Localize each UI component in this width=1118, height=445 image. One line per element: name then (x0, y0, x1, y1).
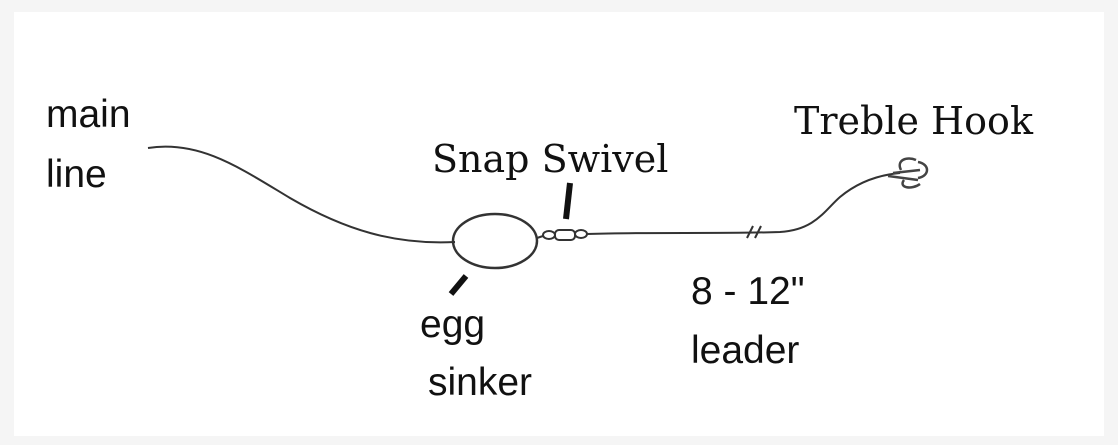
main-line-label-2: line (46, 153, 107, 196)
main-line-label-1: main (46, 93, 131, 136)
snap-swivel-shape (536, 229, 588, 241)
egg-sinker-label-2: sinker (428, 361, 533, 404)
diagram-panel (14, 12, 1104, 436)
treble-hook-label: Treble Hook (794, 99, 1033, 143)
main-line-path (147, 145, 456, 244)
snap-swivel-label: Snap Swivel (432, 137, 669, 181)
leader-break-marks (746, 225, 762, 239)
leader-line-path (586, 172, 901, 235)
egg-sinker-label-1: egg (420, 303, 486, 346)
snap-swivel-pointer (563, 182, 573, 220)
egg-sinker-shape (451, 212, 539, 270)
leader-label-2: leader (691, 329, 800, 372)
egg-sinker-pointer (448, 274, 469, 296)
treble-hook-shape (887, 157, 929, 189)
leader-label-1: 8 - 12" (691, 270, 805, 313)
